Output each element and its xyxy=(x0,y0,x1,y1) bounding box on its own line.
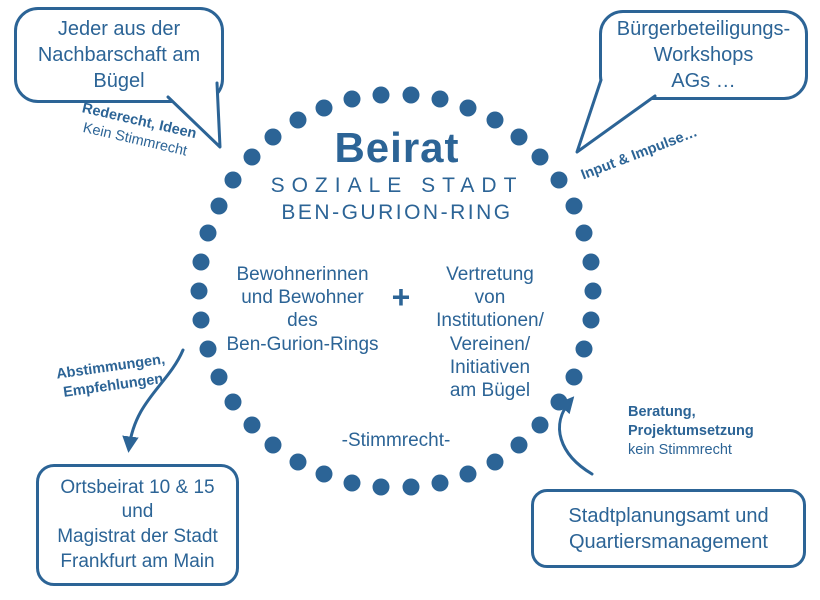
circle-dot xyxy=(584,282,602,300)
circle-dot xyxy=(431,474,449,492)
circle-dot xyxy=(199,340,217,358)
center-title-block: Beirat SOZIALE STADT BEN-GURION-RING xyxy=(212,124,582,225)
label-beratung-projektumsetzung: Beratung, Projektumsetzung kein Stimmrec… xyxy=(628,403,803,460)
box-ortsbeirat-magistrat: Ortsbeirat 10 & 15 und Magistrat der Sta… xyxy=(36,464,239,586)
circle-dot xyxy=(459,99,477,117)
circle-dot xyxy=(190,282,208,300)
circle-dot xyxy=(510,128,528,146)
circle-dot xyxy=(343,90,361,108)
circle-dot xyxy=(402,478,420,496)
circle-dot xyxy=(565,197,582,214)
circle-dot xyxy=(459,465,477,483)
label-beratung-bold: Beratung, Projektumsetzung xyxy=(628,404,754,439)
circle-dot xyxy=(431,90,449,108)
circle-dot xyxy=(243,148,261,166)
circle-dot xyxy=(315,465,333,483)
beirat-title: Beirat xyxy=(334,124,460,171)
circle-dot xyxy=(372,86,390,104)
circle-dot xyxy=(575,340,593,358)
circle-dot xyxy=(243,416,261,434)
bubble-neighborhood: Jeder aus der Nachbarschaft am Bügel xyxy=(14,7,224,103)
circle-dot xyxy=(531,416,549,434)
circle-dot xyxy=(289,111,306,129)
circle-dot xyxy=(210,197,227,214)
circle-dot xyxy=(582,253,600,271)
label-beratung-kein-stimmrecht: kein Stimmrecht xyxy=(628,441,732,458)
bubble-workshops: Bürgerbeteiligungs- Workshops AGs … xyxy=(599,10,808,100)
box-stadtplanungsamt: Stadtplanungsamt und Quartiersmanagement xyxy=(531,489,806,568)
circle-dot xyxy=(315,99,333,117)
circle-dot xyxy=(192,311,210,329)
label-abstimmungen-empfehlungen: Abstimmungen, Empfehlungen xyxy=(55,351,166,401)
circle-dot xyxy=(289,453,306,471)
circle-dot xyxy=(372,478,390,496)
label-input-impulse: Input & Impulse… xyxy=(578,124,700,184)
residents-group-text: Bewohnerinnen und Bewohner des Ben-Gurio… xyxy=(226,264,379,355)
circle-dot xyxy=(343,474,361,492)
label-rederecht-ideen: Rederecht, Ideen Kein Stimmrecht xyxy=(64,97,211,166)
subtitle-ben-gurion-ring: BEN-GURION-RING xyxy=(281,201,513,224)
arrow-from-stadtplanungsamt xyxy=(557,396,594,476)
circle-dot xyxy=(264,128,282,146)
circle-dot xyxy=(486,111,503,129)
circle-dot xyxy=(199,224,217,242)
circle-dot xyxy=(224,393,242,411)
circle-dot xyxy=(264,436,282,454)
circle-dot xyxy=(486,453,503,471)
circle-dot xyxy=(582,311,600,329)
circle-dot xyxy=(510,436,528,454)
circle-dot xyxy=(224,171,242,189)
circle-dot xyxy=(575,224,593,242)
circle-dot xyxy=(402,86,420,104)
institutions-group-text: Vertretung von Institutionen/ Vereinen/ … xyxy=(436,264,544,401)
plus-sign: + xyxy=(391,279,411,315)
circle-dot xyxy=(531,148,549,166)
circle-dot xyxy=(192,253,210,271)
circle-dot xyxy=(565,368,582,385)
circle-dot xyxy=(550,171,568,189)
subtitle-soziale-stadt: SOZIALE STADT xyxy=(270,174,524,197)
voting-right-label: -Stimmrecht- xyxy=(341,430,451,451)
circle-dot xyxy=(210,368,227,385)
